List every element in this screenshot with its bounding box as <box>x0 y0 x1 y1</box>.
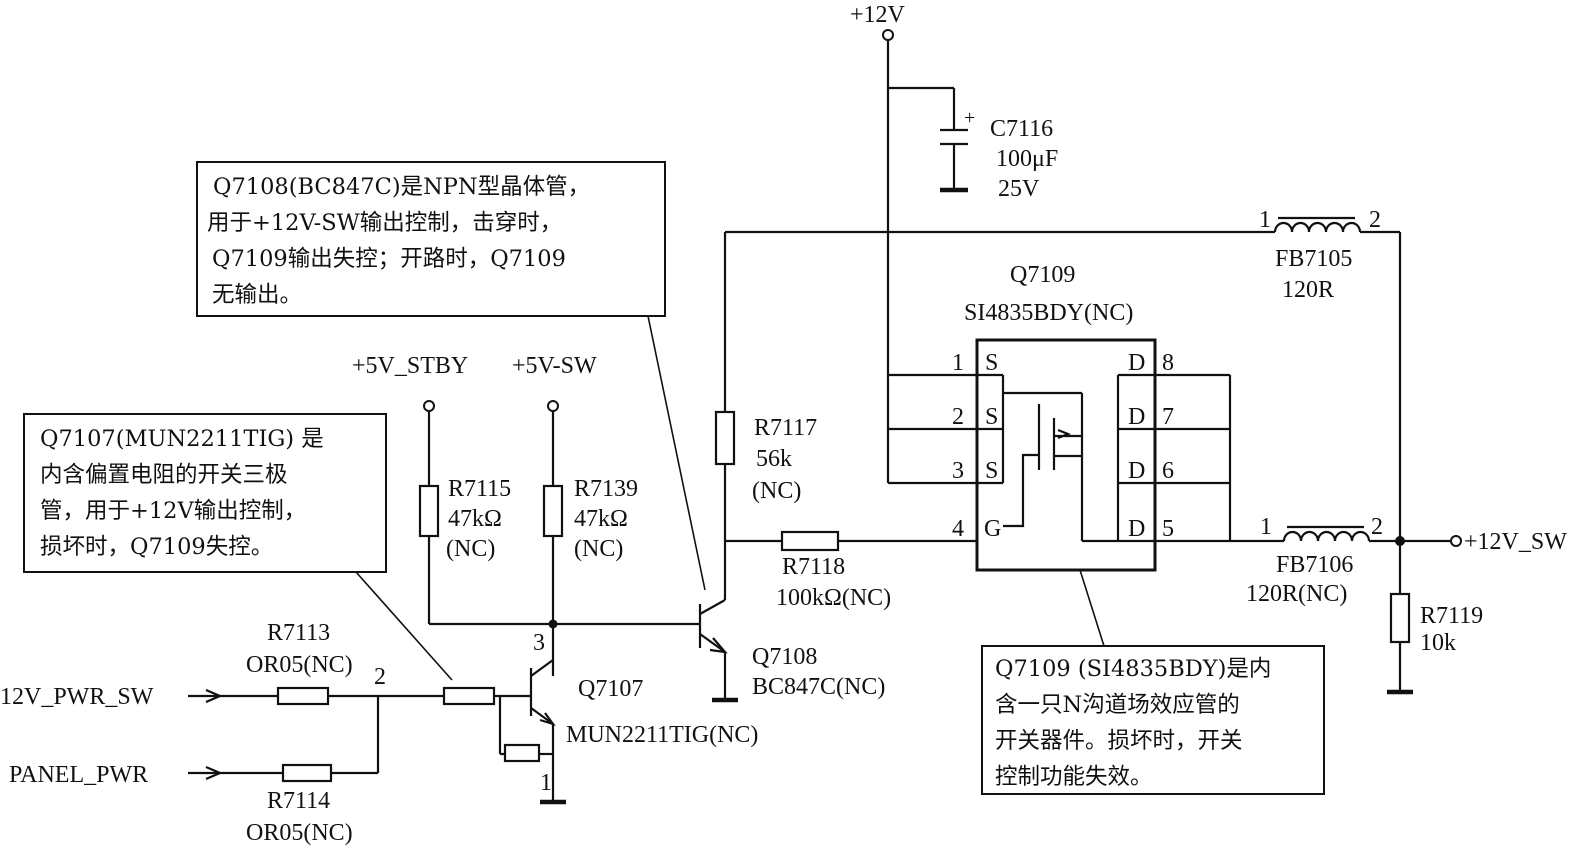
r7139-note: (NC) <box>574 536 623 562</box>
r7114-value: OR05(NC) <box>246 820 353 846</box>
q7109-pin1-num: 1 <box>952 350 964 376</box>
q7109-pin7-name: D <box>1128 404 1145 430</box>
mosfet-q7109: Q7109 SI4835BDY(NC) <box>725 262 1284 572</box>
q7108-part: BC847C(NC) <box>752 674 885 700</box>
r7118-ref: R7118 <box>782 554 845 580</box>
r7139-value: 47kΩ <box>574 506 628 532</box>
resistor-r7118: R7118 100kΩ(NC) <box>776 530 891 611</box>
callout-q7108-line1: Q7108(BC847C)是NPN型晶体管， <box>213 174 590 200</box>
q7107-part: MUN2211TIG(NC) <box>566 722 758 748</box>
q7109-pin3-name: S <box>985 458 998 484</box>
fb7105-ref: FB7105 <box>1275 246 1352 272</box>
q7109-pin5-num: 5 <box>1162 516 1174 542</box>
node2-label: 2 <box>374 664 386 690</box>
p5v-stby-terminal <box>423 400 435 412</box>
c7116-plus: + <box>964 107 975 129</box>
p12v-sw-terminal <box>1450 535 1462 547</box>
ferrite-bead-fb7106: 1 2 FB7106 120R(NC) <box>1246 514 1451 607</box>
q7109-pin8-num: 8 <box>1162 350 1174 376</box>
callout-q7108: Q7108(BC847C)是NPN型晶体管， 用于+12V-SW输出控制，击穿时… <box>196 161 706 591</box>
fb7105-pin2: 2 <box>1369 207 1381 233</box>
r7119-ref: R7119 <box>1420 603 1483 629</box>
q7109-pin6-num: 6 <box>1162 458 1174 484</box>
q7109-pin3-num: 3 <box>952 458 964 484</box>
r7119-value: 10k <box>1420 630 1456 656</box>
q7109-ref: Q7109 <box>1010 262 1075 288</box>
resistor-r7139: +5V-SW R7139 47kΩ (NC) <box>512 353 638 676</box>
q7107-pin1: 1 <box>540 770 552 796</box>
callout-q7107-line4: 损坏时，Q7109失控。 <box>40 534 273 560</box>
p5v-sw-terminal <box>547 400 559 412</box>
q7109-pin6-name: D <box>1128 458 1145 484</box>
q7109-pin2-name: S <box>985 404 998 430</box>
fb7106-pin2: 2 <box>1371 514 1383 540</box>
c7116-ref: C7116 <box>990 116 1053 142</box>
input-network: 12V_PWR_SW 2 R7113 OR05(NC) PANEL_PWR R7… <box>0 620 496 846</box>
p12v-sw-label: +12V_SW <box>1464 529 1567 555</box>
q7109-part: SI4835BDY(NC) <box>964 300 1133 326</box>
callout-q7108-line2: 用于+12V-SW输出控制，击穿时， <box>207 210 562 236</box>
input-panel-pwr-label: PANEL_PWR <box>9 762 148 788</box>
q7109-pin5-name: D <box>1128 516 1145 542</box>
callout-q7107-line2: 内含偏置电阻的开关三极 <box>40 462 288 488</box>
callout-q7109-line1: Q7109 (SI4835BDY)是内 <box>995 656 1271 682</box>
q7109-pin4-name: G <box>984 516 1001 542</box>
r7114-ref: R7114 <box>267 788 330 814</box>
fb7106-ref: FB7106 <box>1276 552 1353 578</box>
ferrite-bead-fb7105: 1 2 FB7105 120R <box>723 207 1402 540</box>
r7115-value: 47kΩ <box>448 506 502 532</box>
p5v-stby-label: +5V_STBY <box>352 353 468 379</box>
transistor-q7108: Q7108 BC847C(NC) <box>556 599 885 703</box>
resistor-r7117: R7117 56k (NC) <box>714 410 817 600</box>
callout-q7107-line3: 管，用于+12V输出控制， <box>40 498 306 524</box>
p12v-terminal <box>882 29 894 41</box>
r7118-value: 100kΩ(NC) <box>776 585 891 611</box>
q7109-pin1-name: S <box>985 350 998 376</box>
callout-q7108-line3: Q7109输出失控；开路时，Q7109 <box>212 246 566 272</box>
c7116-rating: 25V <box>998 176 1040 202</box>
r7115-ref: R7115 <box>448 476 511 502</box>
q7108-ref: Q7108 <box>752 644 817 670</box>
capacitor-c7116: + C7116 100μF 25V <box>940 88 1058 202</box>
q7107-pin3: 3 <box>533 630 545 656</box>
q7109-pin8-name: D <box>1128 350 1145 376</box>
p12v-label: +12V <box>850 2 906 28</box>
callout-q7109-line3: 开关器件。损坏时，开关 <box>995 728 1243 754</box>
q7109-pin4-num: 4 <box>952 516 964 542</box>
resistor-r7115: +5V_STBY R7115 47kΩ (NC) <box>352 353 556 626</box>
resistor-r7119: R7119 10k <box>1387 541 1483 695</box>
fb7105-pin1: 1 <box>1259 207 1271 233</box>
q7107-ref: Q7107 <box>578 676 643 702</box>
r7113-value: OR05(NC) <box>246 652 353 678</box>
callout-q7109: Q7109 (SI4835BDY)是内 含一只N沟道场效应管的 开关器件。损坏时… <box>981 569 1325 795</box>
r7113-ref: R7113 <box>267 620 330 646</box>
p12v-rail: +12V <box>850 2 954 483</box>
r7117-value: 56k <box>756 446 792 472</box>
callout-q7109-line2: 含一只N沟道场效应管的 <box>995 692 1240 718</box>
transistor-q7107: 3 1 Q7107 MUN2211TIG(NC) <box>493 630 758 805</box>
fb7105-value: 120R <box>1282 277 1334 303</box>
callout-q7108-line4: 无输出。 <box>212 282 302 308</box>
q7109-pin7-num: 7 <box>1162 404 1174 430</box>
callout-q7107-line1: Q7107(MUN2211TIG) 是 <box>40 426 324 452</box>
input-pwr-sw-label: 12V_PWR_SW <box>0 684 154 710</box>
callout-q7109-line4: 控制功能失效。 <box>995 764 1153 790</box>
r7117-note: (NC) <box>752 478 801 504</box>
q7109-pin2-num: 2 <box>952 404 964 430</box>
p12v-sw-output: +12V_SW <box>1450 529 1567 555</box>
r7115-note: (NC) <box>446 536 495 562</box>
r7117-ref: R7117 <box>754 415 817 441</box>
p5v-sw-label: +5V-SW <box>512 353 597 379</box>
r7139-ref: R7139 <box>574 476 638 502</box>
c7116-value: 100μF <box>996 146 1058 172</box>
fb7106-pin1: 1 <box>1260 514 1272 540</box>
fb7106-value: 120R(NC) <box>1246 581 1347 607</box>
callout-q7107: Q7107(MUN2211TIG) 是 内含偏置电阻的开关三极 管，用于+12V… <box>23 413 453 681</box>
